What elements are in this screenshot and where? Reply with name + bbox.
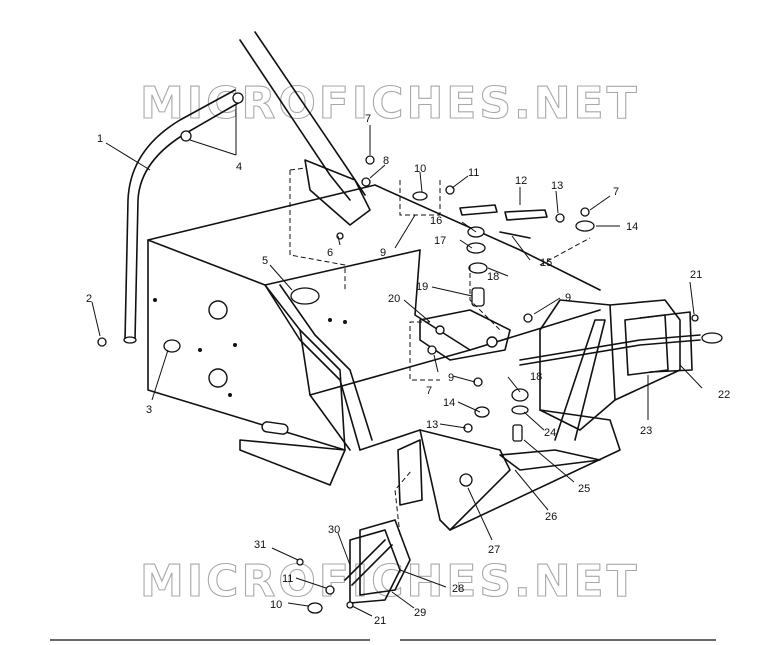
frame-body bbox=[147, 184, 681, 531]
callout-9-b: 9 bbox=[565, 292, 571, 304]
callout-13-b: 13 bbox=[426, 419, 438, 431]
callout-26: 26 bbox=[545, 511, 557, 523]
link-rod bbox=[519, 311, 723, 376]
callout-29: 29 bbox=[414, 607, 426, 619]
callout-27: 27 bbox=[488, 544, 500, 556]
callout-6: 6 bbox=[327, 247, 333, 259]
callout-10-a: 10 bbox=[414, 163, 426, 175]
callout-19: 19 bbox=[416, 281, 428, 293]
callout-2: 2 bbox=[86, 293, 92, 305]
dashed-groups bbox=[289, 167, 591, 381]
lower-bracket bbox=[344, 439, 423, 604]
callout-8: 8 bbox=[383, 155, 389, 167]
steering-column bbox=[239, 31, 371, 226]
callout-12: 12 bbox=[515, 175, 527, 187]
leader-lines bbox=[91, 105, 703, 617]
callout-14-a: 14 bbox=[626, 221, 638, 233]
callout-11-b: 11 bbox=[282, 573, 293, 585]
callout-7-a: 7 bbox=[365, 113, 371, 125]
callout-17: 17 bbox=[434, 235, 446, 247]
callout-18-b: 18 bbox=[530, 371, 542, 383]
callout-9-c: 9 bbox=[448, 372, 454, 384]
callout-labels: 1 2 3 4 5 6 7 7 7 8 9 9 9 10 10 11 11 12… bbox=[86, 113, 730, 627]
watermark-top: MICROFICHES.NET bbox=[140, 78, 640, 129]
callout-25: 25 bbox=[578, 483, 590, 495]
callout-10-b: 10 bbox=[270, 599, 282, 611]
callout-7-c: 7 bbox=[426, 385, 432, 397]
callout-13-a: 13 bbox=[551, 180, 563, 192]
callout-7-b: 7 bbox=[613, 186, 619, 198]
pedal-arm bbox=[264, 284, 373, 451]
callout-31: 31 bbox=[254, 539, 266, 551]
callout-20: 20 bbox=[388, 293, 400, 305]
callout-1: 1 bbox=[97, 133, 103, 145]
callout-23: 23 bbox=[640, 425, 652, 437]
callout-24: 24 bbox=[544, 427, 556, 439]
callout-18-a: 18 bbox=[487, 271, 499, 283]
callout-14-b: 14 bbox=[443, 397, 455, 409]
hardware-top bbox=[97, 92, 699, 614]
callout-22: 22 bbox=[718, 389, 730, 401]
callout-30: 30 bbox=[328, 524, 340, 536]
callout-21-b: 21 bbox=[374, 615, 386, 627]
callout-28: 28 bbox=[452, 583, 464, 595]
callout-11-a: 11 bbox=[468, 167, 479, 179]
callout-5: 5 bbox=[262, 255, 268, 267]
bracket-20 bbox=[419, 309, 511, 361]
callout-4: 4 bbox=[236, 161, 242, 173]
watermark-bottom: MICROFICHES.NET bbox=[140, 556, 640, 607]
callout-16: 16 bbox=[430, 215, 442, 227]
callout-3: 3 bbox=[146, 404, 152, 416]
callout-15: 15 bbox=[540, 257, 552, 269]
callout-21-a: 21 bbox=[690, 269, 702, 281]
callout-9-a: 9 bbox=[380, 247, 386, 259]
